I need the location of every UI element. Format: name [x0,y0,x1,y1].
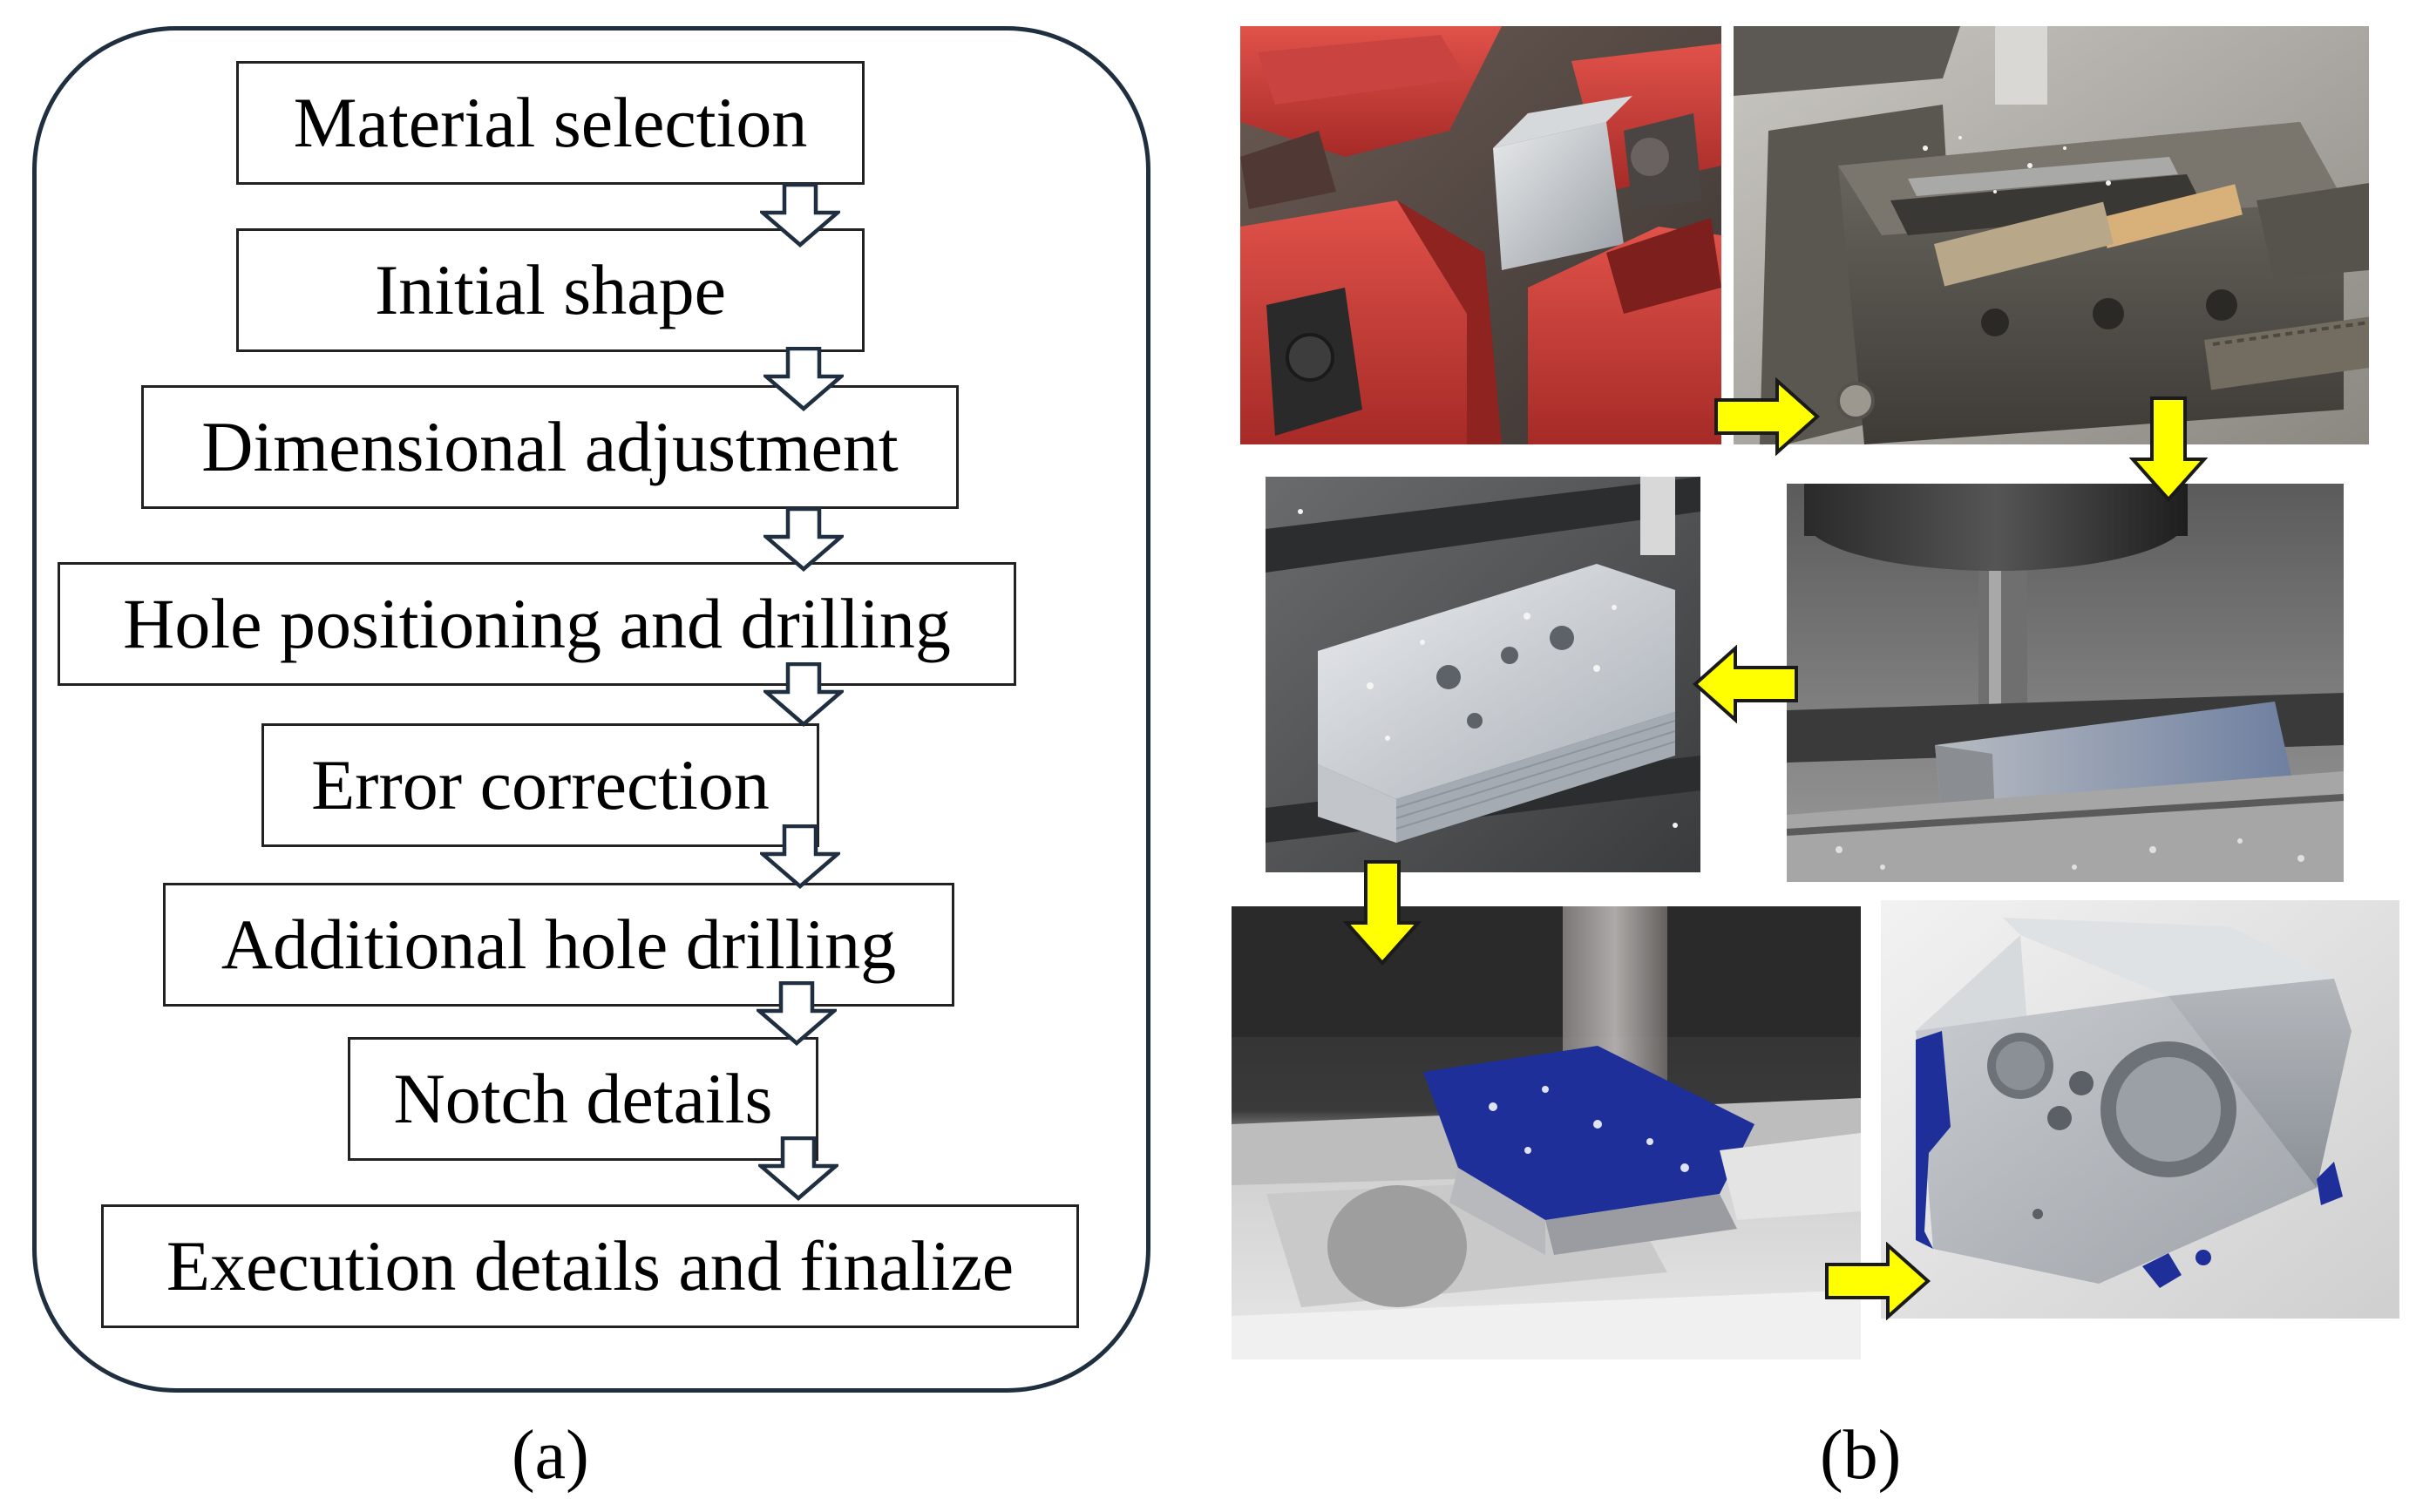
face-milling-photo [1787,484,2344,882]
down-arrow-icon [763,347,844,411]
arrow-down-icon [2129,397,2208,503]
finished-part-photo [1881,900,2399,1319]
arrow-right-icon [1714,377,1821,456]
saw-cutting-photo [1240,26,1721,444]
flowchart-frame [32,26,1150,1393]
down-arrow-icon [760,183,840,247]
step-initial-shape: Initial shape [236,228,865,352]
step-error-correction: Error correction [261,723,819,847]
caption-a: (a) [512,1417,589,1494]
drilled-block-photo [1266,477,1700,872]
notch-cutting-photo [1232,906,1861,1359]
down-arrow-icon [763,507,844,572]
down-arrow-icon [760,824,840,889]
down-arrow-icon [758,1136,838,1201]
step-dimensional-adjustment: Dimensional adjustment [141,385,959,509]
arrow-left-icon [1692,645,1798,723]
step-additional-hole-drilling: Additional hole drilling [163,883,954,1007]
down-arrow-icon [757,981,837,1046]
step-material-selection: Material selection [236,61,865,185]
down-arrow-icon [763,662,844,727]
arrow-down-icon [1343,860,1422,966]
arrow-right-icon [1825,1242,1931,1320]
step-execution-details-finalize: Execution details and finalize [101,1204,1079,1328]
step-notch-details: Notch details [348,1037,818,1161]
vise-clamping-photo [1734,26,2369,444]
step-hole-positioning-drilling: Hole positioning and drilling [58,562,1016,686]
caption-b: (b) [1820,1417,1902,1494]
